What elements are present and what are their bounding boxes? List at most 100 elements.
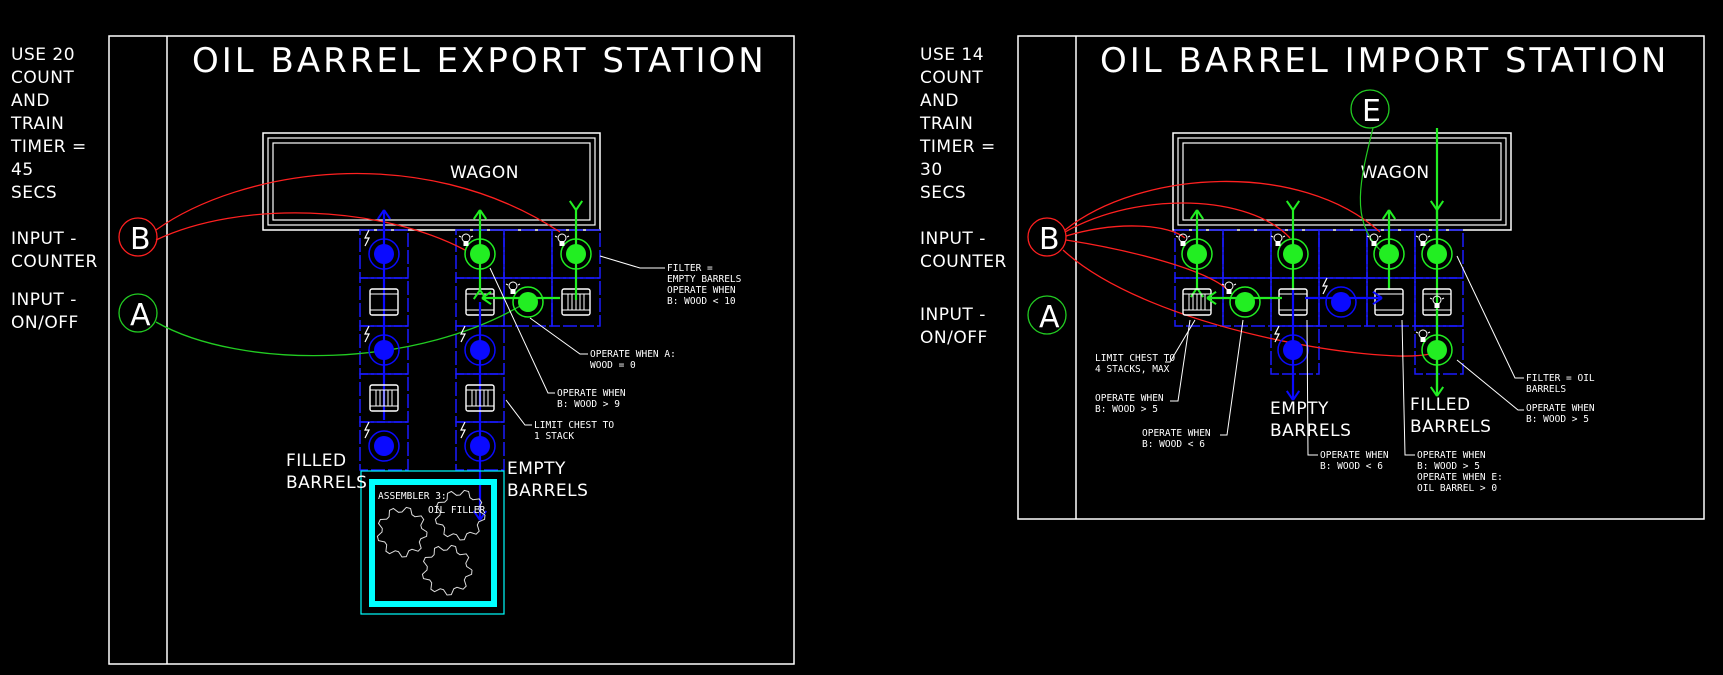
inserter-idle[interactable]	[368, 334, 400, 366]
arrow-head	[1292, 390, 1301, 401]
signal-node-a[interactable]: A	[118, 293, 158, 333]
annotation-text: OPERATE WHEN	[1095, 393, 1164, 404]
wagon-outline-outer	[262, 132, 601, 231]
gear-icon	[434, 489, 486, 541]
lamp-icon	[1415, 329, 1431, 342]
inserter-body	[1283, 244, 1303, 264]
grid-cell	[1222, 229, 1272, 279]
grabber	[575, 200, 584, 211]
lamp-glass	[1273, 233, 1283, 243]
leader-line	[1170, 319, 1191, 402]
inserter-ring	[1421, 334, 1453, 366]
signal-node-e[interactable]: E	[1350, 89, 1390, 129]
annotation-text: B: WOOD < 6	[1142, 439, 1205, 450]
inserter-active[interactable]	[1277, 238, 1309, 270]
wagon-outline-mid	[1177, 137, 1507, 226]
leader-line	[1306, 319, 1318, 456]
annotation-text: 1 STACK	[534, 431, 574, 442]
lamp-ray	[470, 235, 474, 238]
panel-frame	[1017, 35, 1705, 520]
inserter-ring	[1325, 286, 1357, 318]
lamp-ray	[1282, 235, 1286, 238]
input-label: INPUT -	[11, 229, 77, 249]
input-label: ON/OFF	[920, 328, 988, 348]
annotation-text: B: WOOD > 5	[1095, 404, 1158, 415]
chest-outline	[1374, 288, 1404, 316]
annotation-text: FILTER =	[667, 263, 713, 274]
leader-line	[1165, 319, 1196, 363]
lamp-glass	[557, 233, 567, 243]
signal-ring	[1027, 217, 1067, 257]
inserter-body	[566, 244, 586, 264]
chest[interactable]	[465, 384, 495, 412]
lamp-ray	[1366, 235, 1370, 238]
arrow-head	[1381, 209, 1390, 220]
filled-barrels-label: FILLED	[1410, 395, 1471, 415]
leader-line	[1220, 319, 1244, 436]
signal-node-a[interactable]: A	[1027, 295, 1067, 335]
inserter-active[interactable]	[560, 238, 592, 270]
signal-node-b[interactable]: B	[118, 217, 158, 257]
arrow-head	[481, 297, 492, 306]
inserter-idle[interactable]	[1277, 334, 1309, 366]
wire-red	[155, 212, 466, 251]
annotation-text: LIMIT CHEST TO	[534, 420, 614, 431]
grabber	[568, 200, 577, 211]
signal-letter: B	[1039, 222, 1060, 257]
inserter-ring	[1421, 238, 1453, 270]
inserter-ring	[368, 430, 400, 462]
chest[interactable]	[369, 384, 399, 412]
arrow-head	[479, 209, 488, 220]
lamp-base	[1275, 241, 1281, 246]
lamp-ray	[517, 283, 521, 286]
wire-red	[1062, 249, 1431, 357]
chest[interactable]	[1182, 288, 1212, 316]
inserter-active[interactable]	[1229, 286, 1261, 318]
inserter-body	[1427, 340, 1447, 360]
signal-letter: B	[130, 222, 151, 257]
arrow-head	[472, 510, 481, 521]
empty-barrels-label: EMPTY	[507, 459, 566, 479]
inserter-active[interactable]	[1421, 238, 1453, 270]
inserter-ring	[368, 238, 400, 270]
leader-line	[599, 255, 665, 269]
container[interactable]	[369, 288, 399, 316]
power-bolt-icon	[364, 421, 370, 439]
input-label: COUNTER	[11, 252, 98, 272]
side-note-line: COUNT	[11, 68, 74, 88]
lamp-base	[510, 289, 516, 294]
inserter-body	[1331, 292, 1351, 312]
station-title: OIL BARREL EXPORT STATION	[192, 41, 767, 81]
signal-node-b[interactable]: B	[1027, 217, 1067, 257]
inserter-body	[1379, 244, 1399, 264]
inserter-idle[interactable]	[368, 430, 400, 462]
inserter-ring	[464, 430, 496, 462]
grabber	[1285, 200, 1294, 211]
inserter-idle[interactable]	[1325, 286, 1357, 318]
inserter-active[interactable]	[512, 286, 544, 318]
power-bolt-icon	[1322, 277, 1328, 295]
input-label: ON/OFF	[11, 313, 79, 333]
inserter-idle[interactable]	[464, 430, 496, 462]
power-bolt-icon	[1274, 325, 1280, 343]
power-bolt-icon	[364, 229, 370, 247]
leader-line	[1456, 359, 1524, 411]
assembler-oil-filler[interactable]: ASSEMBLER 3:OIL FILLER	[360, 470, 505, 615]
leader-line	[1456, 255, 1524, 379]
lamp-icon	[1366, 233, 1382, 246]
inserter-active[interactable]	[1373, 238, 1405, 270]
side-note-line: TRAIN	[10, 114, 64, 134]
side-note-line: USE 14	[920, 45, 984, 65]
inserter-active[interactable]	[1421, 334, 1453, 366]
wagon[interactable]: WAGON	[262, 132, 601, 231]
inserter-idle[interactable]	[368, 238, 400, 270]
lamp-glass	[461, 233, 471, 243]
inserter-body	[1283, 340, 1303, 360]
signal-ring	[1027, 295, 1067, 335]
chest-outline	[369, 384, 399, 412]
wagon[interactable]: WAGON	[1172, 132, 1512, 231]
lamp-ray	[1429, 297, 1433, 300]
inserter-idle[interactable]	[464, 334, 496, 366]
container[interactable]	[1374, 288, 1404, 316]
input-label: COUNTER	[920, 252, 1007, 272]
